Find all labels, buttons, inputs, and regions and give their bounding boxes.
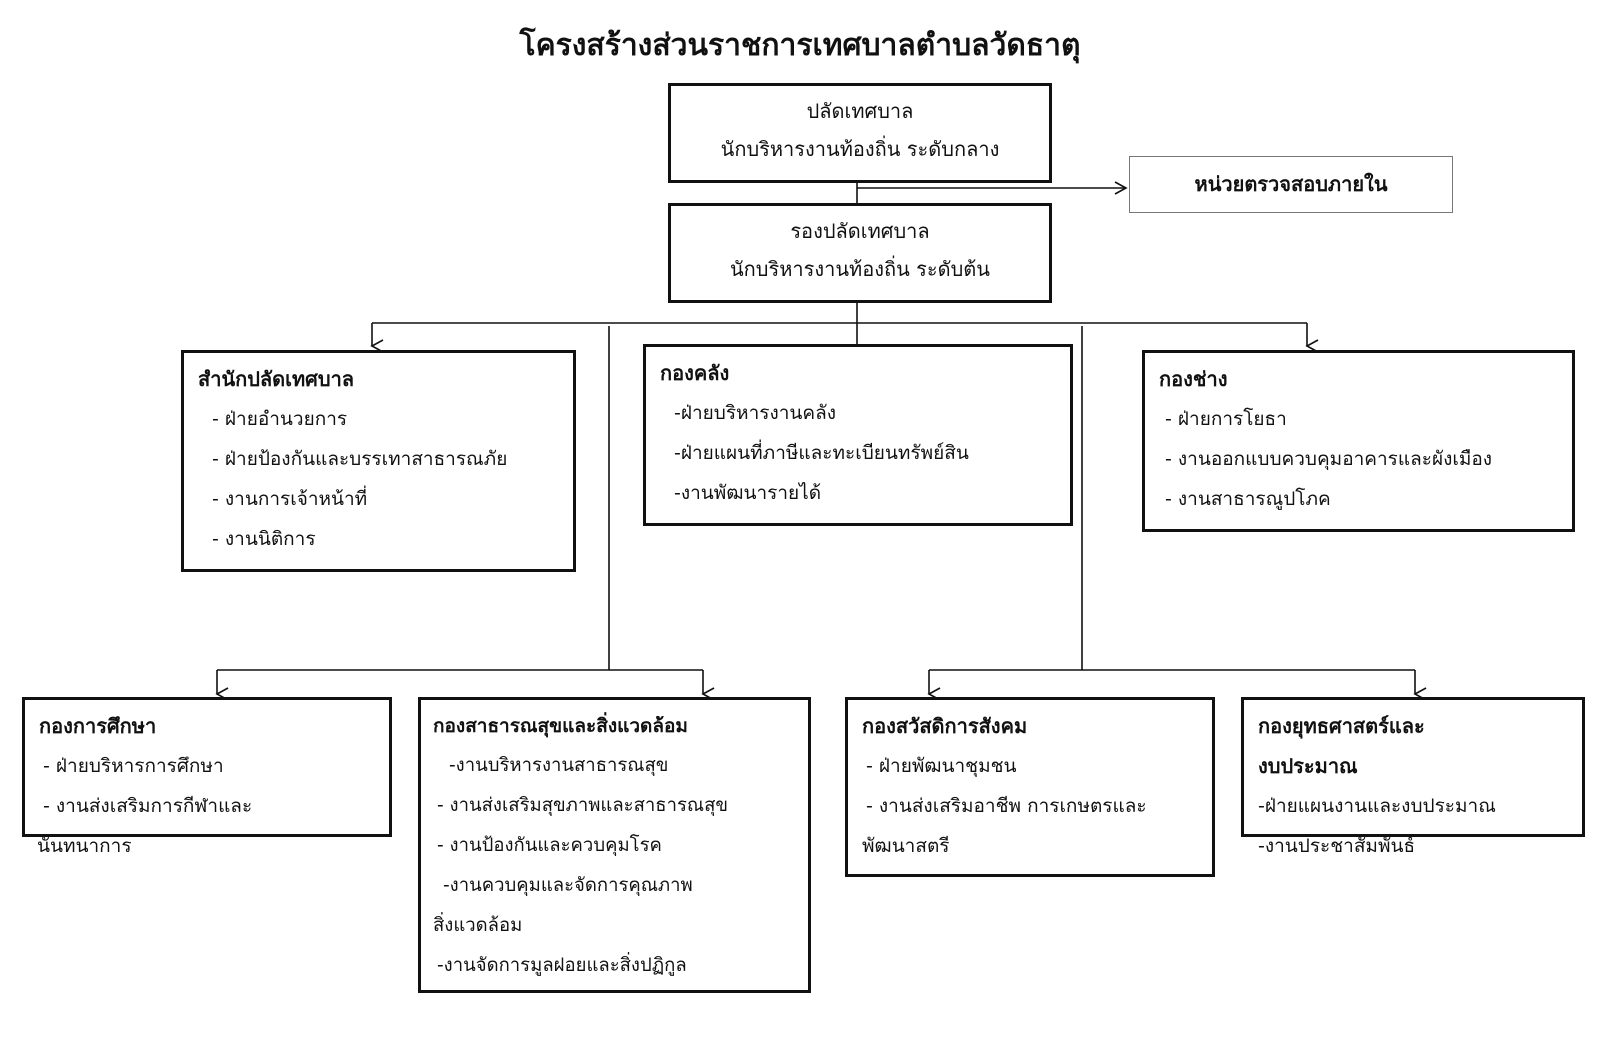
- list-item: -งานควบคุมและจัดการคุณภาพ: [443, 875, 693, 896]
- internal-audit-box: หน่วยตรวจสอบภายใน: [1129, 156, 1453, 213]
- list-item: -งานพัฒนารายได้: [674, 482, 822, 504]
- list-item: - งานออกแบบควบคุมอาคารและผังเมือง: [1165, 448, 1493, 470]
- list-item: สิ่งแวดล้อม: [433, 915, 523, 936]
- list-item: -งานจัดการมูลฝอยและสิ่งปฏิกูล: [437, 955, 687, 976]
- education-division-box: กองการศึกษา - ฝ่ายบริหารการศึกษา - งานส่…: [22, 697, 392, 857]
- list-item: - งานส่งเสริมการกีฬาและ: [43, 795, 253, 817]
- list-item: - ฝ่ายการโยธา: [1165, 408, 1287, 430]
- list-item: นันทนาการ: [37, 835, 132, 857]
- deputy-clerk-box: รองปลัดเทศบาล นักบริหารงานท้องถิ่น ระดับ…: [668, 203, 1052, 303]
- municipal-clerk-level: นักบริหารงานท้องถิ่น ระดับกลาง: [720, 137, 1000, 161]
- list-item: - งานการเจ้าหน้าที่: [212, 488, 368, 510]
- public-health-division-box: กองสาธารณสุขและสิ่งแวดล้อม -งานบริหารงาน…: [418, 697, 811, 993]
- list-item: พัฒนาสตรี: [862, 835, 950, 857]
- list-item: -ฝ่ายบริหารงานคลัง: [674, 402, 837, 424]
- list-item: -งานประชาสัมพันธ์: [1258, 835, 1416, 857]
- deputy-clerk-level: นักบริหารงานท้องถิ่น ระดับต้น: [730, 257, 990, 281]
- list-item: -งานบริหารงานสาธารณสุข: [449, 755, 669, 776]
- office-of-clerk-box: สำนักปลัดเทศบาล - ฝ่ายอำนวยการ - ฝ่ายป้อ…: [181, 350, 576, 572]
- education-division-heading: กองการศึกษา: [39, 714, 157, 738]
- list-item: - งานป้องกันและควบคุมโรค: [437, 835, 662, 856]
- office-of-clerk-heading: สำนักปลัดเทศบาล: [198, 367, 355, 391]
- list-item: - งานสาธารณูปโภค: [1165, 488, 1331, 510]
- strategy-budget-division-heading: กองยุทธศาสตร์และ: [1258, 714, 1425, 738]
- list-item: -ฝ่ายแผนที่ภาษีและทะเบียนทรัพย์สิน: [674, 442, 969, 464]
- deputy-clerk-title: รองปลัดเทศบาล: [790, 219, 930, 243]
- social-welfare-division-heading: กองสวัสดิการสังคม: [862, 714, 1028, 738]
- list-item: - งานนิติการ: [212, 528, 316, 550]
- strategy-budget-division-heading-line2: งบประมาณ: [1258, 754, 1358, 778]
- engineering-division-box: กองช่าง - ฝ่ายการโยธา - งานออกแบบควบคุมอ…: [1142, 350, 1575, 532]
- list-item: -ฝ่ายแผนงานและงบประมาณ: [1258, 795, 1496, 817]
- municipal-clerk-title: ปลัดเทศบาล: [806, 99, 914, 123]
- finance-division-box: กองคลัง -ฝ่ายบริหารงานคลัง -ฝ่ายแผนที่ภา…: [643, 344, 1073, 526]
- list-item: - งานส่งเสริมสุขภาพและสาธารณสุข: [437, 795, 729, 816]
- list-item: - ฝ่ายอำนวยการ: [212, 408, 348, 430]
- list-item: - งานส่งเสริมอาชีพ การเกษตรและ: [866, 795, 1147, 817]
- public-health-division-heading: กองสาธารณสุขและสิ่งแวดล้อม: [433, 715, 688, 737]
- page-title: โครงสร้างส่วนราชการเทศบาลตำบลวัดธาตุ: [519, 28, 1081, 63]
- internal-audit-label: หน่วยตรวจสอบภายใน: [1194, 172, 1388, 196]
- list-item: - ฝ่ายพัฒนาชุมชน: [866, 755, 1017, 777]
- municipal-clerk-box: ปลัดเทศบาล นักบริหารงานท้องถิ่น ระดับกลา…: [668, 83, 1052, 183]
- finance-division-heading: กองคลัง: [660, 361, 730, 385]
- social-welfare-division-box: กองสวัสดิการสังคม - ฝ่ายพัฒนาชุมชน - งาน…: [845, 697, 1215, 877]
- engineering-division-heading: กองช่าง: [1159, 367, 1228, 391]
- list-item: - ฝ่ายบริหารการศึกษา: [43, 755, 224, 777]
- list-item: - ฝ่ายป้องกันและบรรเทาสาธารณภัย: [212, 448, 508, 470]
- strategy-budget-division-box: กองยุทธศาสตร์และ งบประมาณ -ฝ่ายแผนงานและ…: [1241, 697, 1585, 857]
